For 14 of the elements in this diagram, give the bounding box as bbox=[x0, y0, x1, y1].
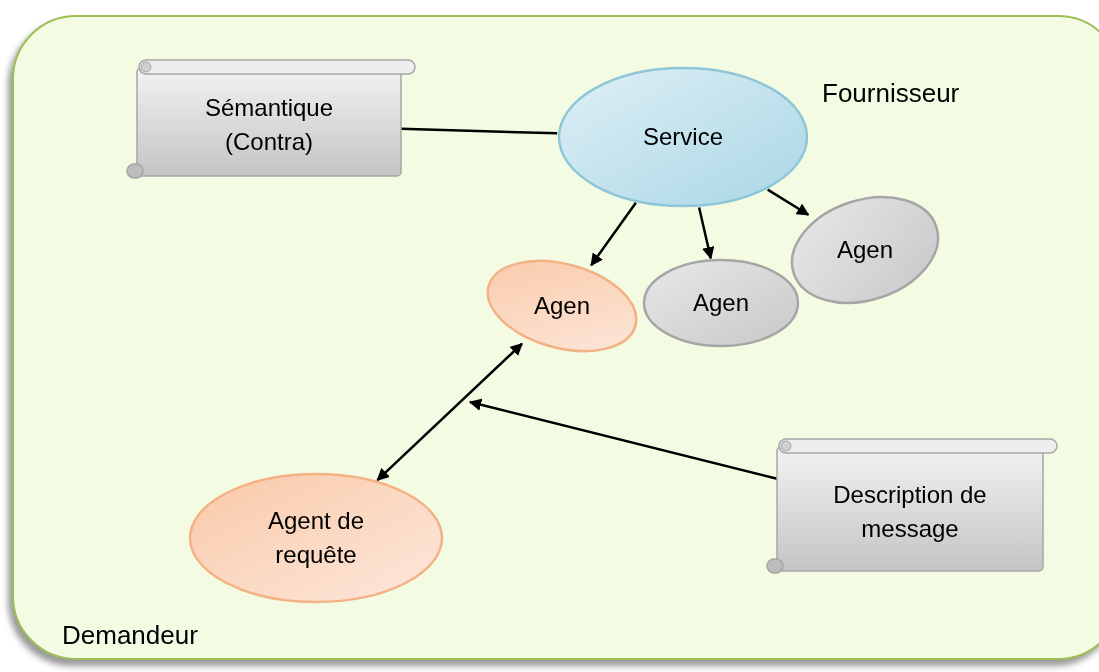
node-label: Agent de requête bbox=[266, 506, 366, 570]
arrow bbox=[376, 342, 523, 481]
node-label: Agen bbox=[836, 235, 894, 265]
node-label: Agen bbox=[533, 291, 591, 321]
node-label: Agen bbox=[692, 288, 750, 318]
node-label: Sémantique (Contra) bbox=[203, 93, 335, 157]
node-label: Service bbox=[643, 122, 723, 152]
arrow bbox=[590, 202, 637, 267]
arrow bbox=[697, 207, 715, 260]
node-label: Description de message bbox=[832, 480, 988, 544]
arrow bbox=[468, 398, 778, 480]
requester-label: Demandeur bbox=[62, 619, 198, 652]
arrow bbox=[767, 188, 810, 216]
provider-label: Fournisseur bbox=[822, 77, 960, 110]
